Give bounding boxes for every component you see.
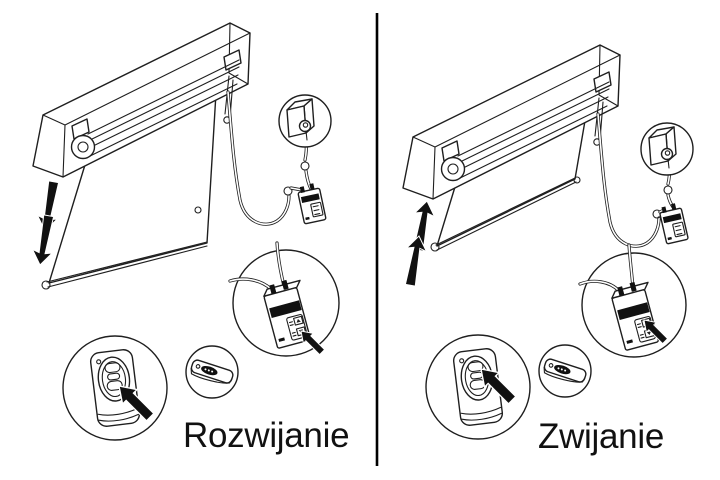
panel-label-unroll: Rozwijanie: [183, 416, 350, 455]
control-box-zoom-circle: [228, 241, 340, 357]
wall-switch-zoom-circle: [62, 335, 168, 441]
remote-control-zoom-circle: [185, 345, 239, 399]
wall-switch-zoom-circle: [425, 334, 531, 440]
up-arrows-icon: [399, 198, 438, 288]
wall-plug-detail-circle: [278, 94, 332, 148]
bottom-bar-endcap: [430, 242, 440, 252]
power-cable: [226, 90, 304, 226]
screen-fabric: [41, 92, 217, 290]
control-box-zoom-circle: [578, 243, 687, 358]
remote-control-zoom-circle: [538, 344, 592, 398]
panel-label-rollup: Zwijanie: [538, 417, 664, 456]
control-box: [657, 201, 690, 245]
bottom-bar-endcap: [41, 280, 51, 290]
wall-plug-detail-circle: [640, 122, 694, 176]
panel-unroll: [29, 22, 340, 441]
control-box: [295, 181, 327, 225]
panel-rollup: [399, 44, 694, 440]
